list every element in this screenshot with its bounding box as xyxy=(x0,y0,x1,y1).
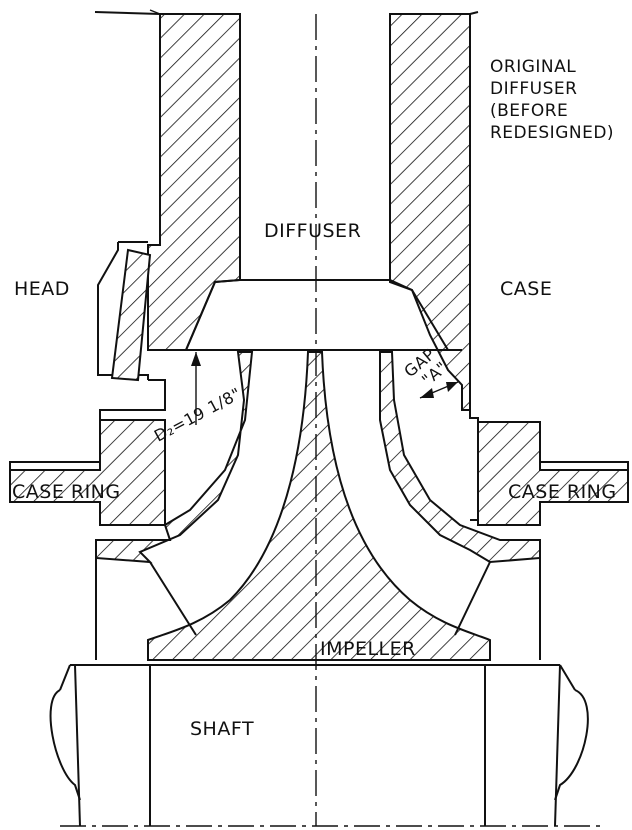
shaft xyxy=(49,664,589,827)
label-shaft: SHAFT xyxy=(190,718,254,740)
case-ring-left xyxy=(9,419,166,526)
gap-a-dimension xyxy=(419,381,459,399)
label-case: CASE xyxy=(500,278,552,300)
d2-dimension-arrow xyxy=(191,352,201,425)
label-impeller: IMPELLER xyxy=(320,638,416,660)
impeller xyxy=(95,351,541,661)
label-head: HEAD xyxy=(14,278,70,300)
note-line-4: REDESIGNED) xyxy=(490,123,614,143)
note-line-1: ORIGINAL xyxy=(490,57,576,77)
label-case-ring-left: CASE RING xyxy=(12,481,121,503)
diffuser-body xyxy=(94,9,479,411)
note-original-diffuser: ORIGINAL DIFFUSER (BEFORE REDESIGNED) xyxy=(490,57,614,143)
note-line-3: (BEFORE xyxy=(490,101,568,121)
label-case-ring-right: CASE RING xyxy=(508,481,617,503)
case-ring-right xyxy=(477,421,629,526)
label-diffuser: DIFFUSER xyxy=(264,220,361,242)
note-line-2: DIFFUSER xyxy=(490,79,577,99)
